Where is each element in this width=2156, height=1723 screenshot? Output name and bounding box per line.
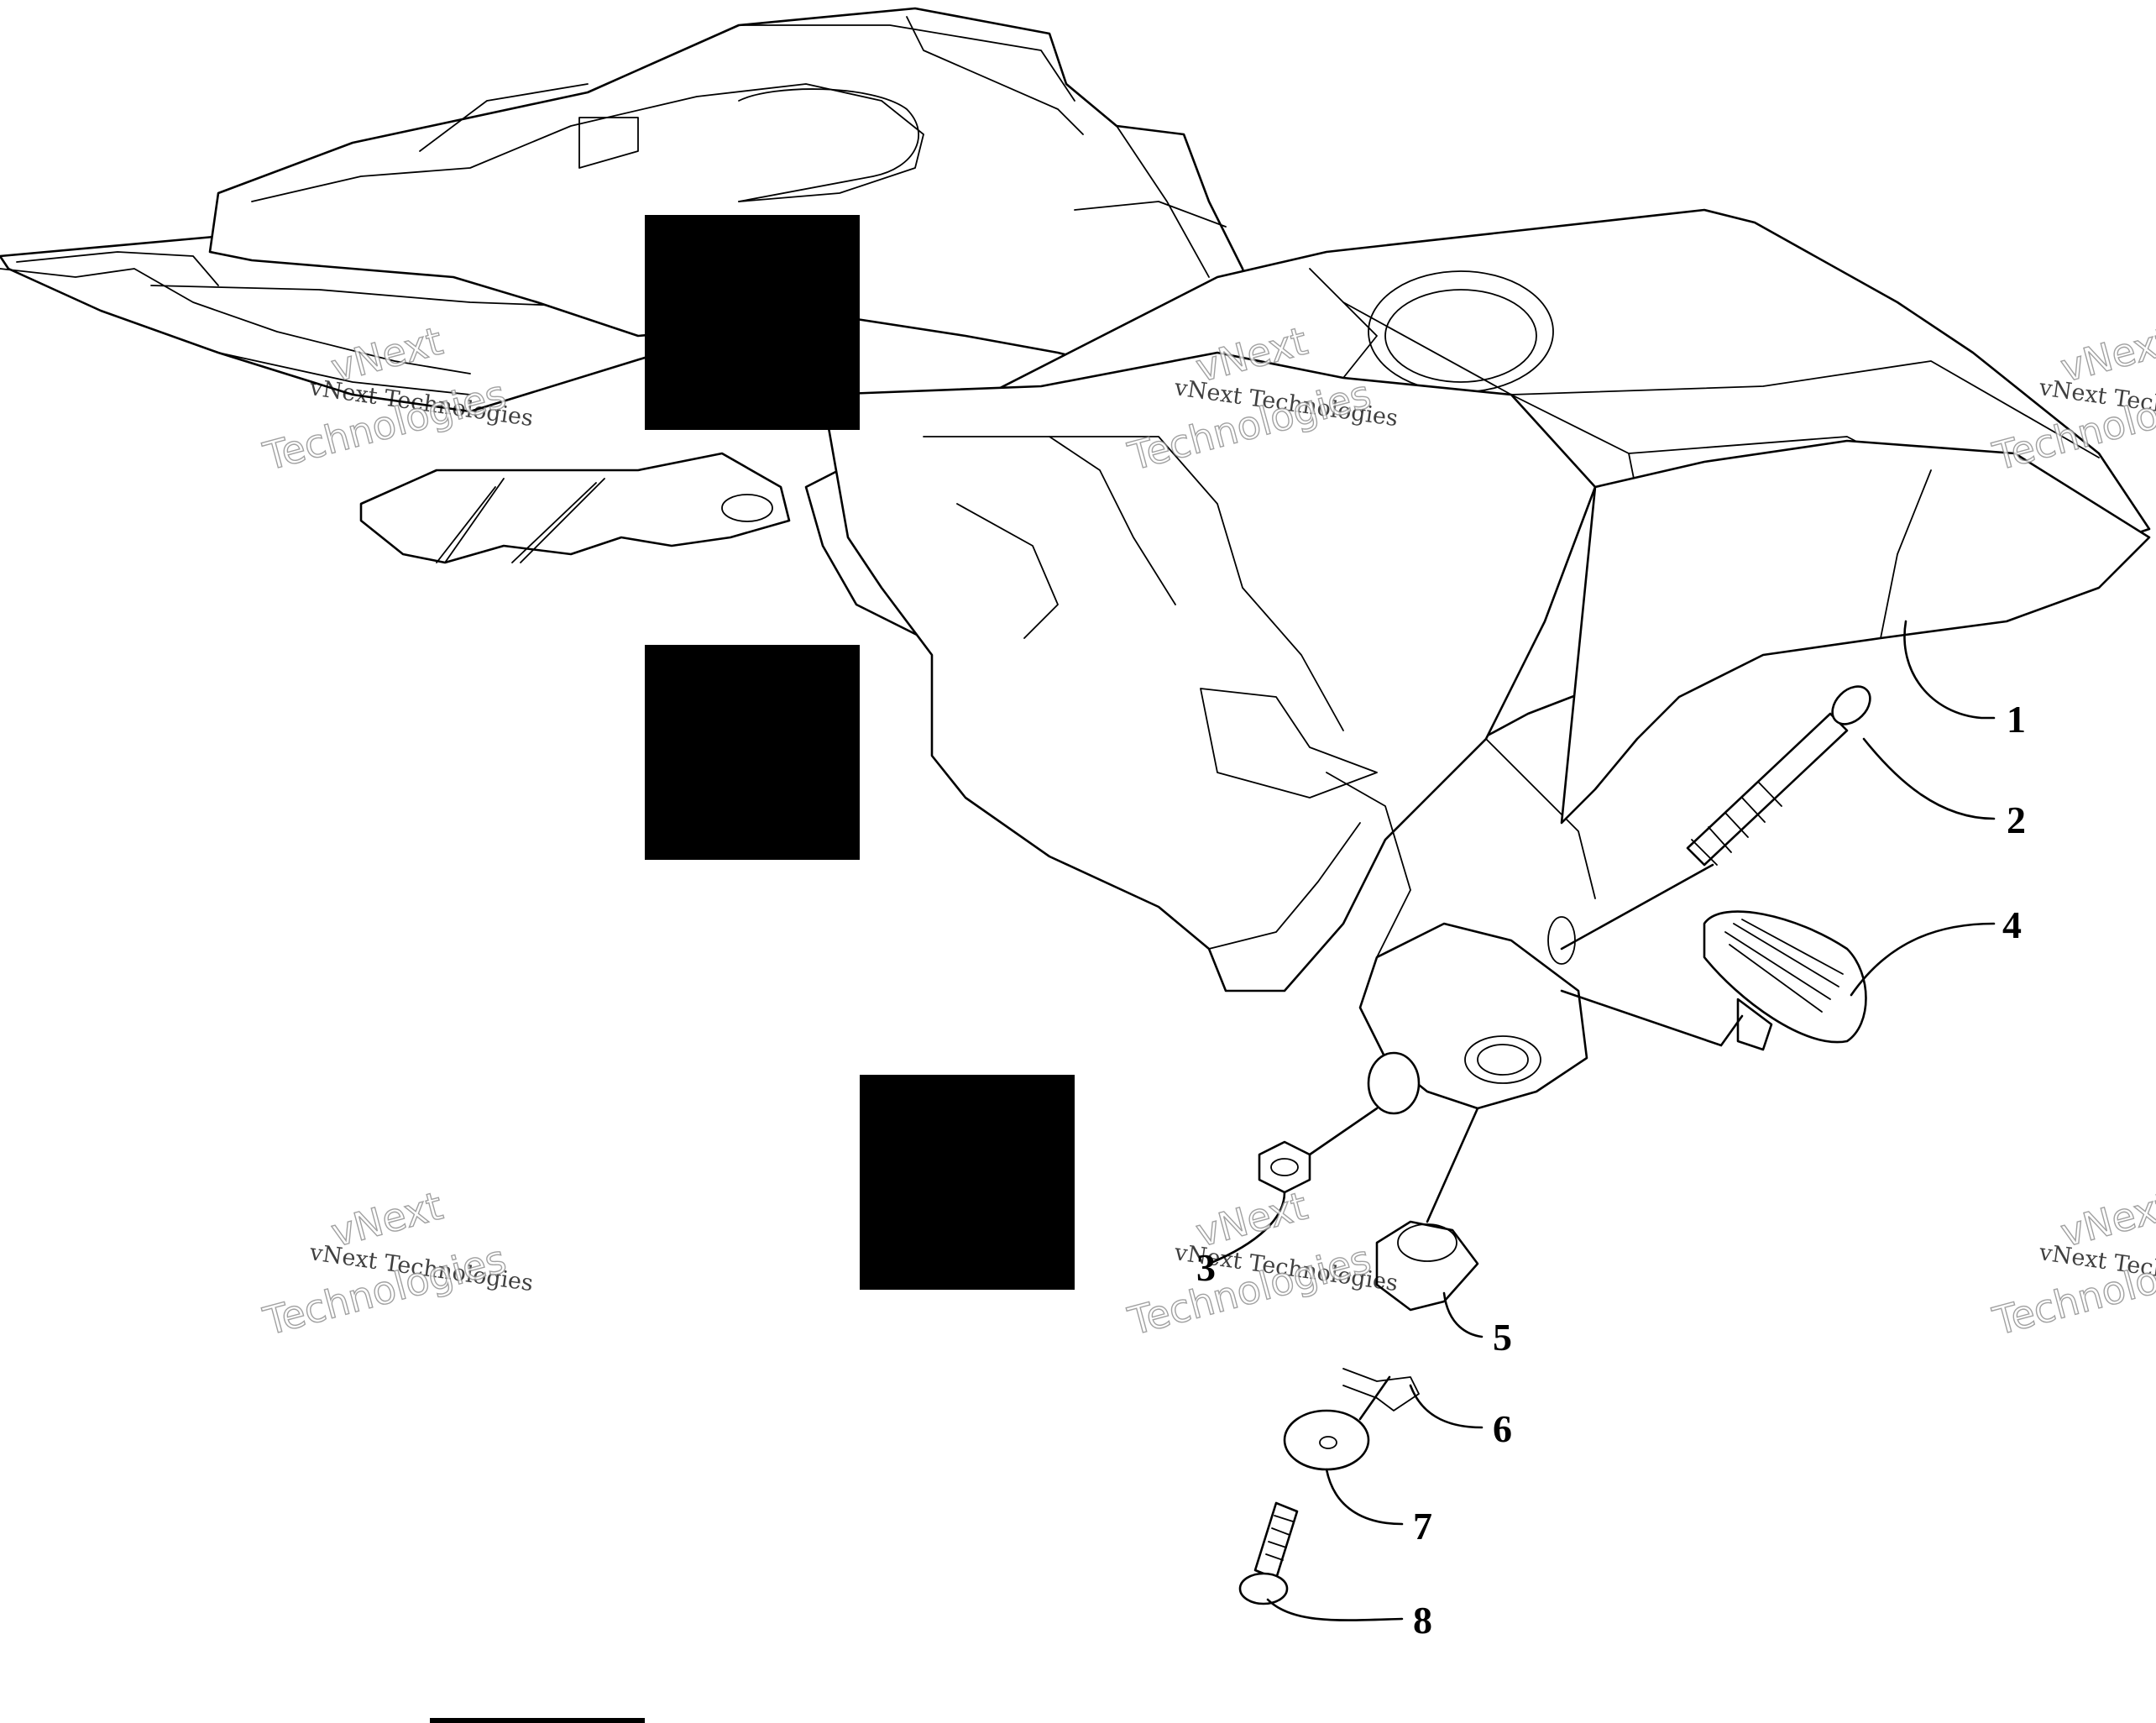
watermark-big: vNext xyxy=(327,1183,447,1256)
callout-4: 4 xyxy=(2002,903,2022,946)
leader-7 xyxy=(1325,1468,1404,1526)
explode-line-bolt xyxy=(1560,863,1714,951)
leader-8 xyxy=(1266,1598,1404,1621)
washer-part xyxy=(1283,1409,1370,1471)
explode-line-grommet xyxy=(1426,1107,1479,1223)
watermark-big: vNext xyxy=(1191,1183,1312,1256)
redaction-block xyxy=(645,215,860,430)
callout-8: 8 xyxy=(1413,1599,1432,1642)
watermark-big: vNext xyxy=(2056,318,2156,391)
explode-line-knob xyxy=(1560,989,1744,1047)
callout-2: 2 xyxy=(2007,799,2026,841)
callout-labels: 1 2 4 3 5 6 7 8 xyxy=(1196,698,2026,1642)
redaction-block xyxy=(860,1075,1075,1290)
spring-clip-part xyxy=(1342,1368,1420,1411)
long-bolt-part xyxy=(1686,685,1871,867)
leader-1 xyxy=(1903,620,1996,720)
redaction-block xyxy=(645,645,860,860)
callout-6: 6 xyxy=(1493,1407,1512,1450)
explode-line-nut xyxy=(1308,1107,1379,1156)
knob-part xyxy=(1703,910,1867,1051)
nut-part xyxy=(1258,1140,1311,1194)
redaction-blocks xyxy=(430,215,1075,1723)
redaction-block xyxy=(430,1718,645,1723)
leader-3 xyxy=(1207,1191,1286,1265)
callout-3: 3 xyxy=(1196,1246,1216,1289)
watermark-big: vNext xyxy=(2056,1183,2156,1256)
leader-4 xyxy=(1850,922,1996,997)
short-bolt-part xyxy=(1238,1501,1299,1605)
callout-5: 5 xyxy=(1493,1316,1512,1359)
callout-1: 1 xyxy=(2007,698,2026,741)
grommet-part xyxy=(1375,1220,1479,1312)
leader-6 xyxy=(1409,1384,1484,1429)
leader-5 xyxy=(1442,1291,1484,1338)
body-panel-part xyxy=(0,7,2151,1115)
leader-lines xyxy=(1207,620,1996,1621)
leader-2 xyxy=(1862,737,1996,820)
explode-line-washer xyxy=(1358,1375,1391,1421)
callout-7: 7 xyxy=(1413,1505,1432,1548)
